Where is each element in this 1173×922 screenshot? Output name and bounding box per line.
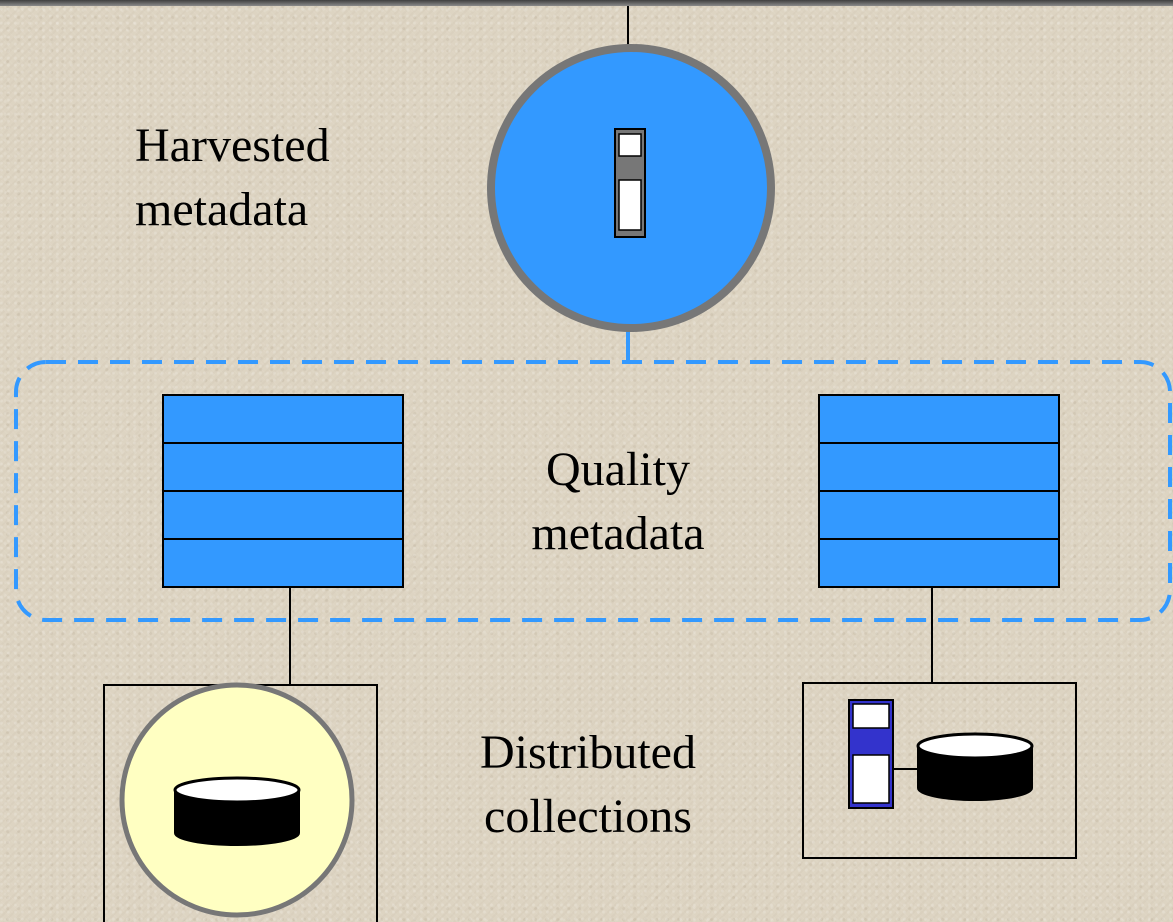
harvested-label-line-2: metadata	[135, 183, 309, 236]
distributed-label-line-2: collections	[484, 790, 692, 843]
harvested-metadata-label: Harvested metadata	[135, 114, 330, 242]
quality-metadata-label: Quality metadata	[496, 438, 740, 566]
quality-label-line-2: metadata	[531, 507, 705, 560]
quality-metadata-table-right	[818, 394, 1060, 588]
document-record-icon	[614, 128, 646, 238]
collection-box-left	[103, 682, 378, 922]
harvested-metadata-node	[487, 44, 775, 332]
quality-metadata-table-left	[162, 394, 404, 588]
document-and-database-icon	[848, 699, 1034, 809]
collection-box-right	[802, 682, 1077, 859]
window-top-bar	[0, 0, 1173, 6]
distributed-label-line-1: Distributed	[480, 726, 696, 779]
database-cylinder-icon	[173, 776, 301, 846]
quality-label-line-1: Quality	[546, 443, 690, 496]
harvested-label-line-1: Harvested	[135, 119, 330, 172]
quality-metadata-group	[14, 360, 1172, 622]
distributed-collections-label: Distributed collections	[426, 721, 750, 849]
